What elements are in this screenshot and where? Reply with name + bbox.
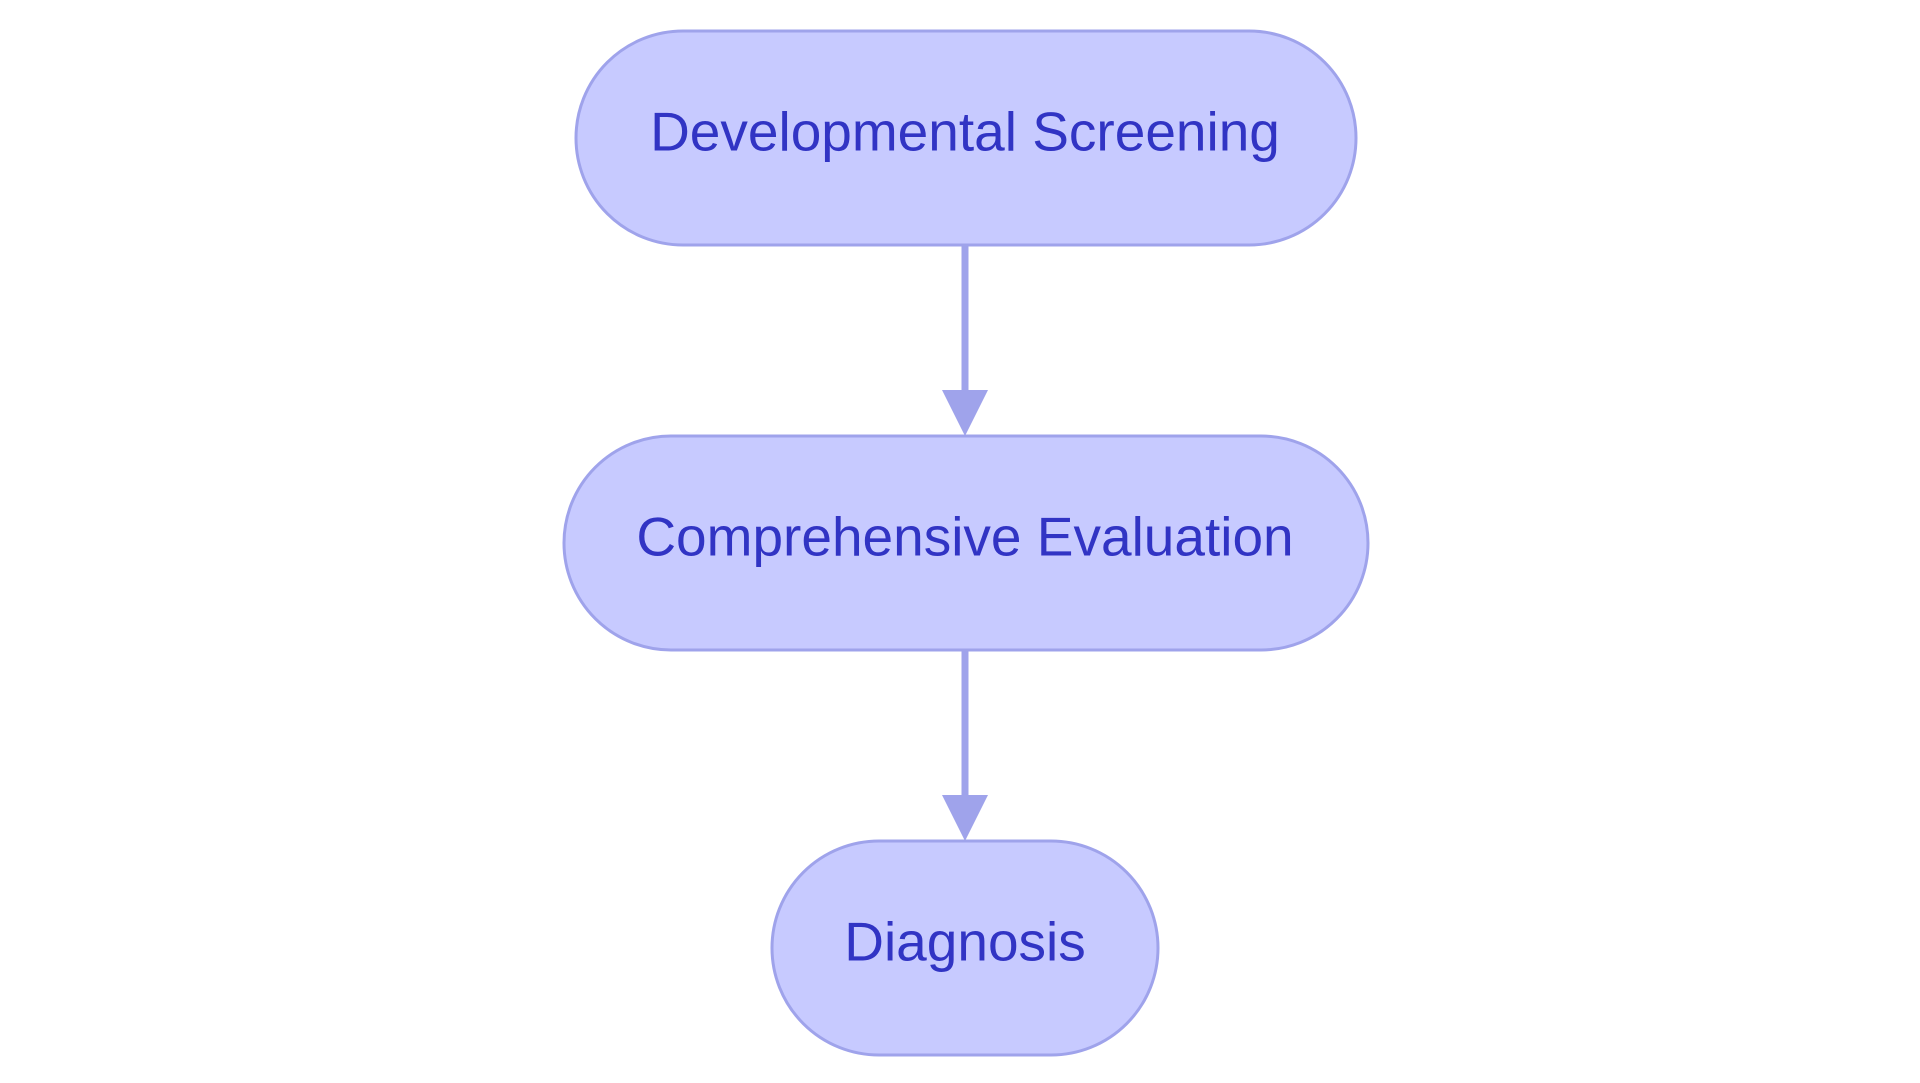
node-label: Diagnosis	[844, 911, 1086, 973]
arrowhead-icon	[942, 390, 988, 436]
node-label: Comprehensive Evaluation	[636, 506, 1293, 568]
node-comprehensive-evaluation[interactable]: Comprehensive Evaluation	[562, 434, 1370, 652]
edge-evaluation-to-diagnosis	[942, 650, 988, 841]
node-developmental-screening[interactable]: Developmental Screening	[574, 29, 1358, 247]
node-label: Developmental Screening	[650, 101, 1280, 163]
node-shape	[562, 434, 1370, 652]
node-shape	[770, 839, 1160, 1057]
node-shape	[574, 29, 1358, 247]
node-diagnosis[interactable]: Diagnosis	[770, 839, 1160, 1057]
arrowhead-icon	[942, 795, 988, 841]
edge-screening-to-evaluation	[942, 245, 988, 436]
